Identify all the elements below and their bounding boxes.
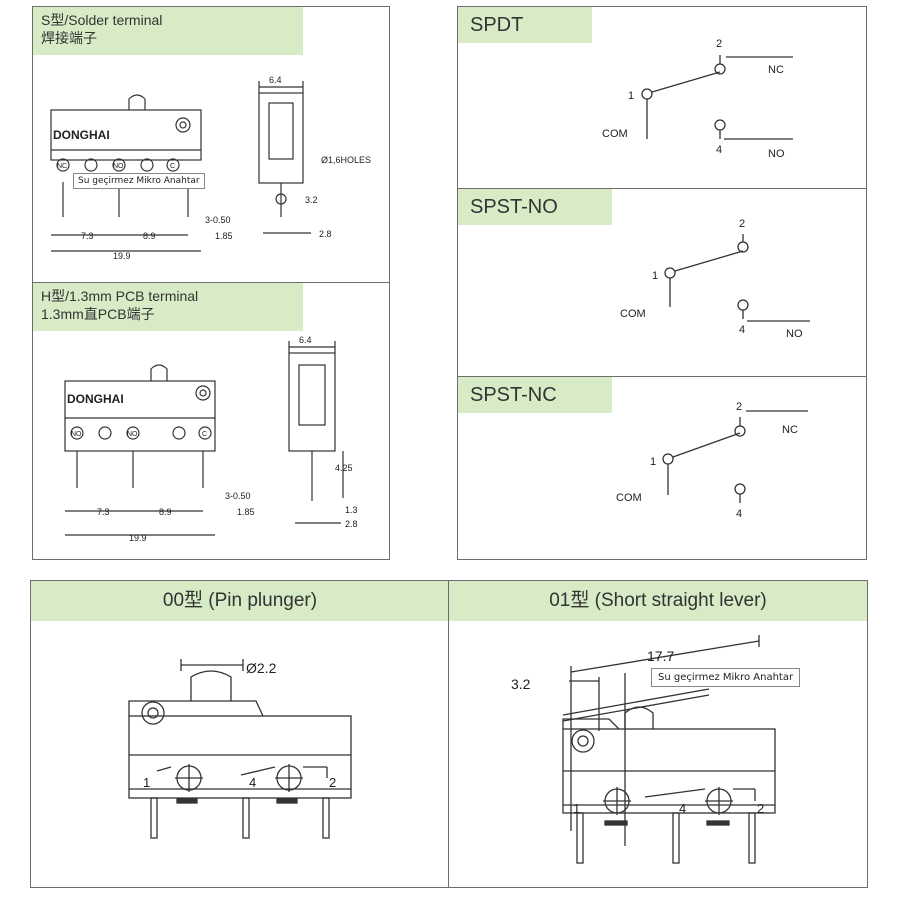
spst-nc-com-label: COM (616, 492, 642, 504)
spdt-panel: SPDT 1 2 4 COM NC NO (457, 6, 867, 190)
short-lever-pin-4: 4 (679, 801, 686, 816)
spst-no-panel: SPST-NO 1 2 4 COM NO (457, 188, 867, 378)
short-lever-header: 01型 (Short straight lever) (449, 581, 867, 621)
spst-no-com-label: COM (620, 308, 646, 320)
solder-title-en: S型/Solder terminal (41, 12, 163, 28)
spst-nc-schematic: 1 2 4 COM NC (616, 401, 808, 520)
spst-nc-header: SPST-NC (458, 377, 612, 413)
pcb-dim-h1: 4.25 (335, 463, 353, 473)
short-lever-pin-2: 2 (757, 801, 764, 816)
spst-no-node-1: 1 (652, 270, 658, 282)
pcb-dim-h2: 1.3 (345, 505, 358, 515)
pcb-terminal-c: C (202, 431, 207, 438)
spdt-header: SPDT (458, 7, 592, 43)
spdt-com-label: COM (602, 128, 628, 140)
pcb-terminal-no-2: NO (127, 431, 138, 438)
pcb-dim-b: 8.9 (159, 507, 172, 517)
pin-plunger-pin-1: 1 (143, 775, 150, 790)
pcb-title-en: H型/1.3mm PCB terminal (41, 288, 199, 304)
solder-terminal-nc: NC (57, 163, 67, 170)
pin-plunger-drawing: Ø2.2 1 4 2 (128, 659, 352, 839)
solder-dim-a: 7.3 (81, 231, 94, 241)
pcb-dim-d: 1.85 (237, 507, 255, 517)
pin-plunger-dia: Ø2.2 (246, 660, 277, 676)
solder-terminal-header: S型/Solder terminal 焊接端子 (33, 7, 303, 55)
solder-terminal-c: C (170, 163, 175, 170)
tooltip-solder: Su geçirmez Mikro Anahtar (73, 173, 205, 189)
pin-plunger-pin-4: 4 (249, 775, 256, 790)
spst-no-node-2: 2 (739, 218, 745, 230)
short-lever-offset: 3.2 (511, 676, 531, 692)
pcb-terminal-panel: H型/1.3mm PCB terminal 1.3mm直PCB端子 (32, 282, 390, 560)
spst-nc-node-1: 1 (650, 456, 656, 468)
solder-dim-total: 19.9 (113, 251, 131, 261)
solder-brand: DONGHAI (53, 128, 110, 142)
spst-no-node-4: 4 (739, 324, 745, 336)
pcb-terminal-drawing: DONGHAI NO NO C 6.4 4.25 1.3 2.8 7.3 8.9… (64, 335, 358, 543)
spst-no-header: SPST-NO (458, 189, 612, 225)
solder-dim-b: 8.9 (143, 231, 156, 241)
solder-dim-h1: 3.2 (305, 195, 318, 205)
pin-plunger-header: 00型 (Pin plunger) (31, 581, 449, 621)
spdt-nc-label: NC (768, 64, 784, 76)
short-lever-length: 17.7 (647, 648, 674, 664)
solder-dim-thickness: 2.8 (319, 229, 332, 239)
short-lever-drawing: 17.7 3.2 1 4 2 (511, 635, 776, 864)
solder-title-cn: 焊接端子 (41, 30, 97, 46)
solder-terminal-no: NO (113, 163, 124, 170)
pcb-brand: DONGHAI (67, 392, 124, 406)
short-lever-pin-1: 1 (573, 801, 580, 816)
solder-dim-width: 6.4 (269, 75, 282, 85)
spst-no-schematic: 1 2 4 COM NO (620, 218, 810, 340)
spdt-node-1: 1 (628, 90, 634, 102)
pcb-dim-a: 7.3 (97, 507, 110, 517)
spst-nc-panel: SPST-NC 1 2 4 COM NC (457, 376, 867, 560)
solder-dim-c: 3-0.50 (205, 215, 231, 225)
pcb-terminal-header: H型/1.3mm PCB terminal 1.3mm直PCB端子 (33, 283, 303, 331)
pcb-dim-width: 6.4 (299, 335, 312, 345)
pcb-dim-c: 3-0.50 (225, 491, 251, 501)
solder-dim-holes: Ø1,6HOLES (321, 155, 371, 165)
pcb-dim-total: 19.9 (129, 533, 147, 543)
solder-dim-d: 1.85 (215, 231, 233, 241)
pin-plunger-panel: 00型 (Pin plunger) (30, 580, 450, 888)
spdt-node-2: 2 (716, 38, 722, 50)
pcb-terminal-no-1: NO (71, 431, 82, 438)
spst-no-no-label: NO (786, 328, 803, 340)
spst-nc-node-4: 4 (736, 508, 742, 520)
spdt-schematic: 1 2 4 COM NC NO (602, 38, 793, 160)
spdt-node-4: 4 (716, 144, 722, 156)
short-lever-panel: 01型 (Short straight lever) (448, 580, 868, 888)
tooltip-short-lever: Su geçirmez Mikro Anahtar (651, 668, 801, 687)
solder-terminal-drawing: DONGHAI NC NO C 6.4 Ø1,6HOLES 3.2 2.8 7.… (50, 75, 371, 261)
pcb-dim-thickness: 2.8 (345, 519, 358, 529)
pin-plunger-pin-2: 2 (329, 775, 336, 790)
solder-terminal-panel: S型/Solder terminal 焊接端子 (32, 6, 390, 284)
spst-nc-node-2: 2 (736, 401, 742, 413)
pcb-title-cn: 1.3mm直PCB端子 (41, 306, 155, 322)
spdt-no-label: NO (768, 148, 785, 160)
spst-nc-nc-label: NC (782, 424, 798, 436)
